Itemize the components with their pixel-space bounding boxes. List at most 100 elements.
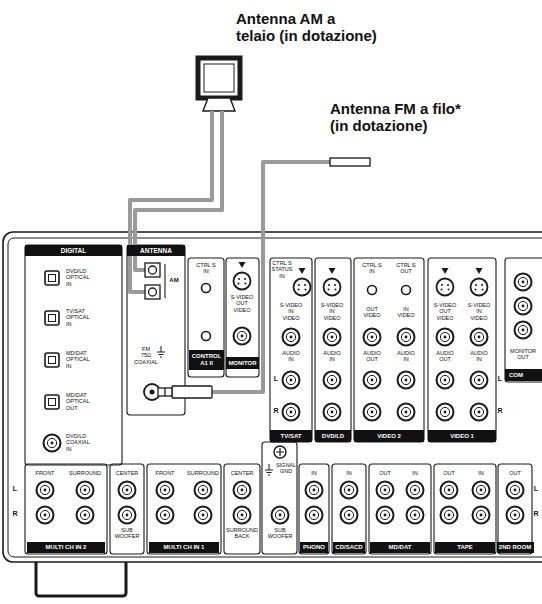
s-video-jack-part — [482, 289, 484, 291]
text-line: CONTROL — [192, 353, 222, 360]
coaxial-jack-part — [150, 390, 155, 395]
text-line: AM — [169, 277, 178, 284]
text-line: WOOFER — [268, 533, 293, 539]
text-line: AUDIO — [323, 350, 340, 356]
text-line: OPTICAL — [66, 274, 90, 280]
text-line: IN — [272, 273, 293, 279]
rca-jack — [37, 482, 54, 499]
rca-jack-part — [437, 329, 454, 346]
section-label-bar: DIGITAL — [25, 245, 122, 256]
rca-jack-part — [474, 375, 483, 384]
rca-jack-part — [364, 404, 381, 421]
s-video-jack-part — [245, 283, 247, 285]
text-line: telaio (in dotazione) — [236, 27, 377, 44]
rca-jack — [157, 507, 174, 524]
rca-jack — [234, 482, 251, 499]
rca-jack-part — [371, 336, 374, 339]
rca-jack — [471, 404, 488, 421]
section-name: VIDEO 2 — [377, 433, 401, 440]
rca-jack-part — [283, 404, 300, 421]
antenna-wire — [130, 111, 330, 392]
rca-jack-part — [448, 489, 451, 492]
text-line: S-VIDEO — [231, 294, 254, 300]
rca-jack-part — [371, 379, 374, 382]
text-line: COM — [509, 372, 523, 379]
section-outline-part — [25, 464, 107, 554]
text-line: DVD/LD — [322, 433, 344, 440]
port-label: S-VIDEO OUT VIDEO — [231, 294, 254, 313]
text-line: IN — [470, 356, 487, 362]
text-line: OUT — [436, 356, 453, 362]
rca-jack-part — [380, 510, 389, 519]
rca-jack-part — [474, 407, 483, 416]
rca-jack-part — [286, 407, 295, 416]
section-outline-part — [332, 464, 366, 554]
section-name: MULTI CH IN 1 — [164, 544, 205, 551]
text-line: CD/SACD — [335, 544, 362, 551]
rca-jack-part — [324, 329, 341, 346]
optical-jack-part — [45, 311, 59, 325]
ground-screw-part — [276, 448, 284, 456]
channel-letter: L — [534, 485, 538, 493]
text-line: CTRL S — [272, 260, 293, 266]
section-label-bar: VIDEO 1 — [428, 430, 496, 442]
rca-jack-part — [309, 510, 318, 519]
s-video-jack-part — [441, 289, 443, 291]
rca-jack-part — [480, 489, 483, 492]
rca-jack-part — [518, 277, 527, 286]
text-line: (in dotazione) — [330, 117, 461, 134]
port-label: AUDIO IN — [470, 350, 487, 363]
text-line: TV/SAT — [66, 308, 90, 314]
rca-jack-part — [40, 510, 49, 519]
rca-jack — [364, 372, 381, 389]
text-line: DVD/LD — [66, 268, 90, 274]
text-line: L — [13, 485, 17, 493]
rca-jack — [37, 507, 54, 524]
rca-jack-part — [202, 514, 205, 517]
rca-jack-part — [313, 514, 316, 517]
text-line: CENTER — [116, 470, 139, 476]
text-line: BACK — [226, 533, 258, 539]
section-name: TV/SAT — [281, 433, 302, 440]
channel-label: CENTER — [231, 470, 254, 476]
am-loop-antenna — [198, 58, 240, 111]
rca-jack-part — [80, 510, 89, 519]
section-outline-part — [315, 258, 351, 442]
text-line: OUT — [231, 300, 254, 306]
section-name: TAPE — [457, 544, 473, 551]
port-label: AUDIO IN — [397, 350, 414, 363]
text-line: VIDEO 1 — [450, 433, 474, 440]
rca-jack — [398, 372, 415, 389]
section-name: MD/DAT — [389, 544, 412, 551]
section-outline-part — [164, 264, 165, 298]
optical-jack-part — [45, 271, 59, 285]
rca-jack-part — [157, 482, 174, 499]
rca-jack-part — [522, 281, 525, 284]
rca-jack-part — [440, 332, 449, 341]
channel-label: CENTER — [116, 470, 139, 476]
text-line: R — [273, 407, 278, 415]
rca-jack-part — [234, 507, 251, 524]
rca-jack-part — [195, 507, 212, 524]
rca-jack — [119, 482, 136, 499]
rca-jack — [306, 482, 323, 499]
channel-letter: L — [274, 375, 278, 383]
rca-jack-part — [327, 375, 336, 384]
text-line: CTRL S — [362, 262, 381, 268]
rca-jack-part — [306, 482, 323, 499]
section-name: COM — [509, 372, 523, 379]
text-line: SUB — [268, 527, 293, 533]
rca-jack — [364, 329, 381, 346]
port-label: MD/DAT OPTICAL OUT — [66, 392, 90, 411]
jack — [37, 262, 532, 524]
s-video-jack — [471, 279, 488, 296]
rca-jack-part — [364, 372, 381, 389]
channel-letter: L — [13, 485, 17, 493]
rca-jack-part — [440, 375, 449, 384]
rca-jack-part — [444, 485, 453, 494]
rca-jack-part — [478, 336, 481, 339]
rca-jack — [234, 507, 251, 524]
section-label-bar: 2ND ROOM — [497, 542, 534, 553]
text-line: IN — [196, 268, 215, 274]
